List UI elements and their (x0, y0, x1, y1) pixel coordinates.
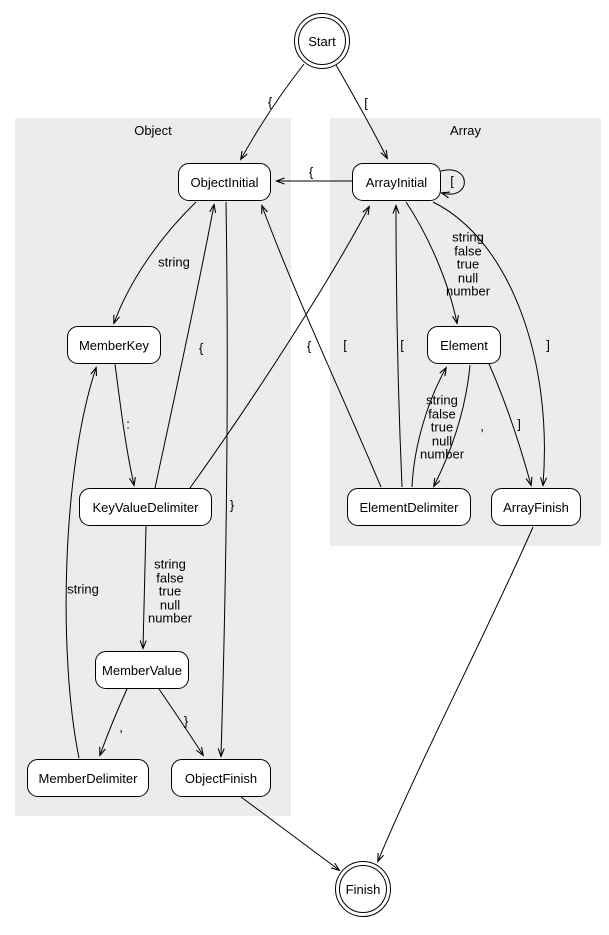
edge-label-key-value-delimiter-member-value: string false true null number (147, 556, 193, 626)
state-element-delimiter-label: ElementDelimiter (359, 499, 459, 515)
edge-label-array-initial-object-initial: { (308, 164, 314, 180)
state-start-inner-ring: Start (298, 17, 346, 65)
state-start: Start (294, 13, 350, 69)
edge-key-value-delimiter-to-object-initial (154, 205, 214, 489)
edge-element-delimiter-to-array-initial (396, 206, 403, 488)
edge-member-delimiter-to-member-key (65, 368, 96, 759)
edge-object-initial-to-member-key (114, 201, 197, 323)
state-member-delimiter-label: MemberDelimiter (38, 770, 138, 786)
state-element-delimiter: ElementDelimiter (347, 488, 471, 526)
state-array-initial-label: ArrayInitial (365, 174, 428, 190)
edge-array-initial-to-array-finish (432, 201, 544, 485)
edge-label-member-key-key-value-delimiter: : (126, 416, 130, 432)
edge-start-to-array-initial (335, 64, 387, 158)
edge-member-value-to-object-finish (158, 688, 203, 755)
edge-label-member-value-object-finish: } (183, 713, 189, 729)
edge-label-member-value-member-delimiter: , (119, 719, 123, 735)
edge-array-finish-to-finish (378, 526, 534, 861)
edge-element-to-array-finish (488, 363, 531, 485)
state-object-finish: ObjectFinish (171, 759, 271, 797)
state-finish-label: Finish (345, 881, 381, 897)
edge-label-array-initial-element: string false true null number (445, 229, 491, 299)
edge-element-delimiter-to-element (411, 368, 446, 488)
edge-label-element-element-delimiter: , (480, 418, 484, 434)
state-array-initial: ArrayInitial (352, 163, 441, 201)
state-array-finish-label: ArrayFinish (503, 499, 569, 515)
edge-label-member-delimiter-member-key: string (67, 581, 99, 597)
edge-array-initial-self-loop (441, 169, 465, 194)
state-key-value-delimiter-label: KeyValueDelimiter (92, 499, 199, 515)
state-object-initial: ObjectInitial (178, 163, 271, 201)
state-object-initial-label: ObjectInitial (190, 174, 259, 190)
state-member-key: MemberKey (67, 326, 161, 364)
edge-label-element-array-finish: ] (517, 416, 521, 432)
edge-label-array-initial-array-finish: ] (546, 337, 550, 353)
edge-label-key-value-delimiter-object-initial: { (198, 340, 204, 356)
state-element-label: Element (440, 337, 488, 353)
edge-label-element-delimiter-element: string false true null number (419, 392, 465, 462)
edge-member-value-to-member-delimiter (100, 688, 128, 755)
cluster-array-label: Array (449, 123, 482, 138)
edge-label-array-initial-self: [ (450, 173, 454, 189)
edge-label-object-initial-member-key: string (158, 254, 190, 270)
edge-key-value-delimiter-to-array-initial (189, 207, 369, 489)
edge-key-value-delimiter-to-member-value (143, 525, 146, 648)
edge-object-initial-to-object-finish (221, 201, 228, 756)
state-member-delimiter: MemberDelimiter (27, 759, 149, 797)
edge-element-to-element-delimiter (434, 364, 471, 486)
state-element: Element (427, 326, 501, 364)
cluster-object: Object (15, 118, 291, 816)
edge-label-object-initial-object-finish: } (229, 497, 235, 513)
edge-label-element-delimiter-object-initial: { (306, 338, 312, 354)
cluster-object-label: Object (134, 123, 172, 138)
edge-array-initial-to-element (405, 201, 457, 323)
edge-element-delimiter-to-object-initial (262, 206, 382, 488)
state-start-label: Start (308, 33, 336, 49)
state-member-value-label: MemberValue (102, 662, 182, 678)
state-object-finish-label: ObjectFinish (184, 770, 258, 786)
edge-label-start-array-initial: [ (364, 95, 368, 111)
state-finish: Finish (335, 861, 391, 917)
edge-object-finish-to-finish (240, 796, 339, 870)
state-member-value: MemberValue (95, 651, 189, 689)
edge-label-start-object-initial: { (267, 94, 273, 110)
state-member-key-label: MemberKey (78, 337, 150, 353)
edge-start-to-object-initial (241, 63, 305, 159)
state-finish-inner-ring: Finish (339, 865, 387, 913)
state-array-finish: ArrayFinish (491, 488, 581, 526)
state-key-value-delimiter: KeyValueDelimiter (79, 488, 212, 526)
edge-label-element-delimiter-array-initial: [ (400, 337, 404, 353)
edge-member-key-to-key-value-delimiter (114, 363, 134, 485)
edge-label-key-value-delimiter-array-initial: [ (343, 337, 347, 353)
